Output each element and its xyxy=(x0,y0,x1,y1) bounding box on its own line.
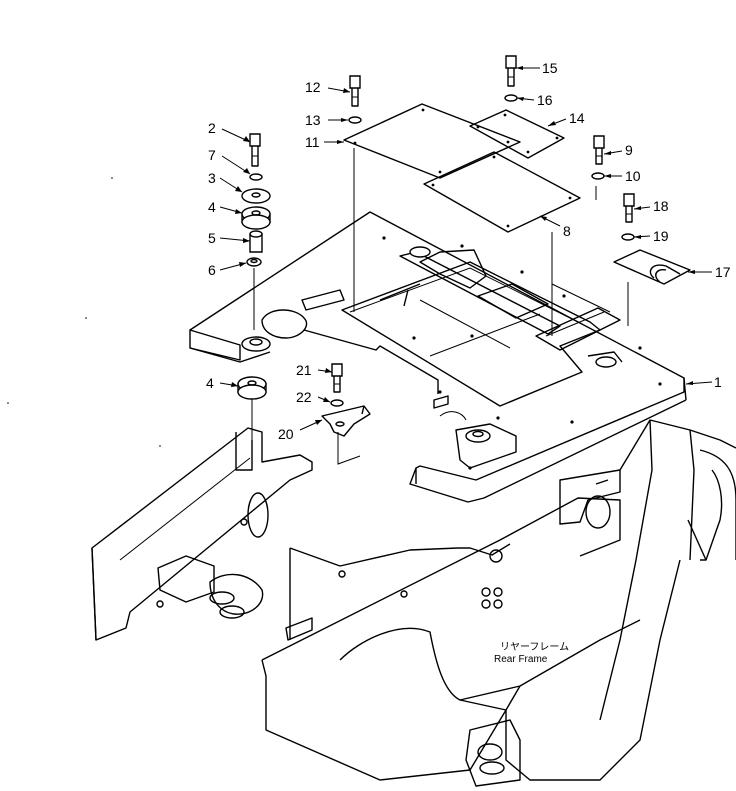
callout-18: 18 xyxy=(653,198,669,214)
callout-14: 14 xyxy=(569,110,585,126)
bolt-21-icon xyxy=(331,363,343,393)
callout-19: 19 xyxy=(653,228,669,244)
callout-12: 12 xyxy=(305,79,321,95)
cover-plate-8 xyxy=(423,151,581,233)
callout-21: 21 xyxy=(296,362,312,378)
leader-lines xyxy=(219,67,713,431)
washer-22-icon xyxy=(330,399,344,407)
washer-13-icon xyxy=(348,116,362,124)
collar-5-icon xyxy=(249,230,263,253)
side-plate xyxy=(613,249,691,326)
callout-17: 17 xyxy=(715,264,731,280)
callout-10: 10 xyxy=(625,168,641,184)
cover-plate-14 xyxy=(469,109,565,159)
callout-7: 7 xyxy=(208,147,216,163)
callout-6: 6 xyxy=(208,262,216,278)
mount-rubber-4-lower-icon xyxy=(237,376,267,400)
callout-labels: 1 2 3 4 4 5 6 7 8 9 10 11 12 13 14 15 16… xyxy=(206,60,731,442)
mount-rubber-4-upper-icon xyxy=(241,206,271,230)
callout-13: 13 xyxy=(305,112,321,128)
floor-plate xyxy=(189,211,687,503)
cover-plate-11 xyxy=(343,103,521,179)
washer-10-icon xyxy=(591,172,605,180)
callout-8: 8 xyxy=(563,223,571,239)
rear-frame-label-en: Rear Frame xyxy=(494,654,548,665)
callout-15: 15 xyxy=(542,60,558,76)
callout-20: 20 xyxy=(278,426,294,442)
callout-2: 2 xyxy=(208,120,216,136)
bolt-12-icon xyxy=(349,75,361,107)
scan-specks xyxy=(7,177,161,447)
callout-3: 3 xyxy=(208,170,216,186)
arrowheads xyxy=(231,66,695,425)
bracket-20-icon xyxy=(321,405,371,437)
washer-19-icon xyxy=(621,233,635,241)
alignment-lines xyxy=(251,148,611,465)
bolt-9-icon xyxy=(593,135,605,165)
nut-6-icon xyxy=(246,257,262,267)
washer-3-icon xyxy=(241,188,271,204)
bolt-2-icon xyxy=(249,133,261,167)
washer-7-icon xyxy=(249,173,263,181)
callout-4-upper: 4 xyxy=(208,199,216,215)
bolt-15-icon xyxy=(505,55,517,87)
callout-4-lower: 4 xyxy=(206,375,214,391)
rear-frame: リヤーフレーム Rear Frame xyxy=(91,419,736,787)
callout-1: 1 xyxy=(714,374,722,390)
washer-16-icon xyxy=(504,94,518,102)
bolt-18-icon xyxy=(623,193,635,223)
callout-16: 16 xyxy=(537,92,553,108)
callout-5: 5 xyxy=(208,230,216,246)
callout-9: 9 xyxy=(625,142,633,158)
callout-11: 11 xyxy=(305,134,320,150)
rear-frame-label-jp: リヤーフレーム xyxy=(500,641,569,653)
callout-22: 22 xyxy=(296,389,312,405)
